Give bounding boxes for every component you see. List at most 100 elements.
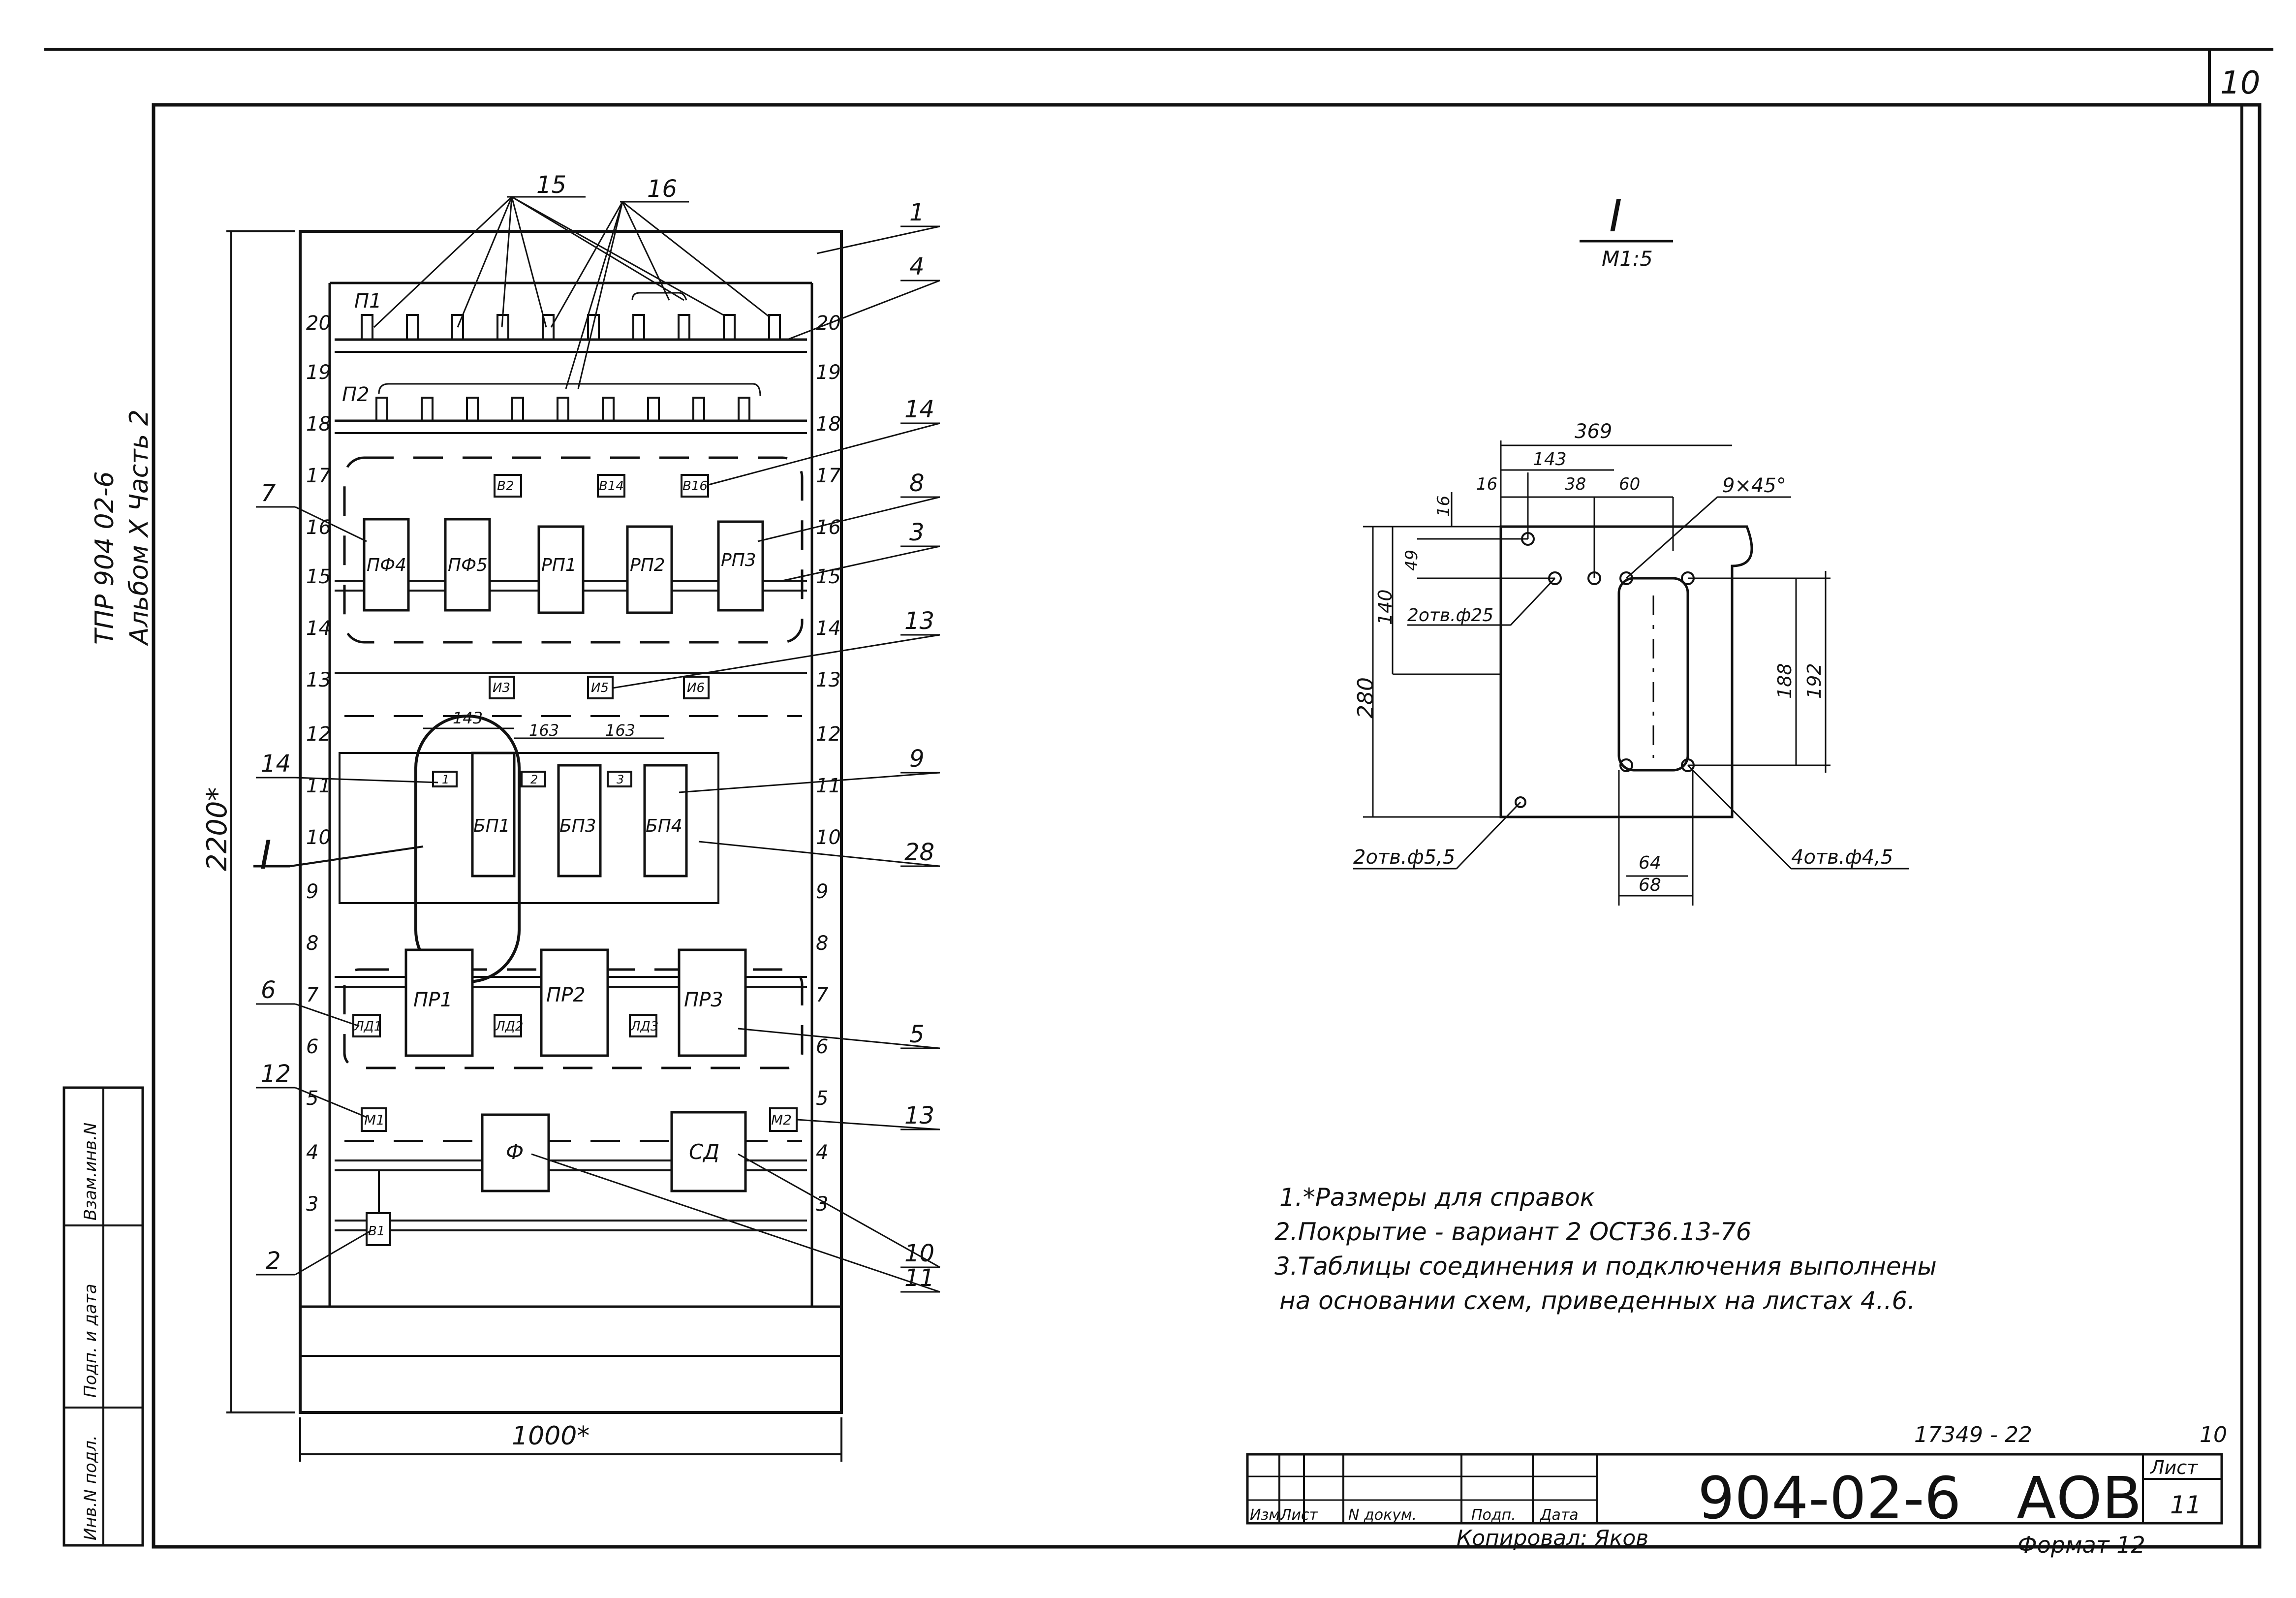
svg-text:4: 4: [816, 1141, 828, 1164]
svg-text:19: 19: [816, 361, 841, 384]
callout-2: 2: [266, 1247, 281, 1275]
hole-note-55: 2отв.ф5,5: [1353, 846, 1455, 869]
detail-view: I М1:5 369 143 16 38 60 9×45°: [1353, 190, 1909, 906]
starter-pr3: ПР3: [684, 989, 723, 1011]
callout-28: 28: [904, 839, 934, 866]
side-label: ТПР 904 02-6 Альбом X Часть 2: [90, 409, 154, 646]
callout-6: 6: [261, 976, 276, 1004]
starters: ПР1 ПР2 ПР3: [404, 948, 747, 1057]
meter-i5: И5: [591, 681, 609, 695]
relay-rp1: РП1: [541, 555, 577, 575]
stamp-inv-label: Инв.N подл.: [81, 1435, 100, 1540]
starter-pr2: ПР2: [546, 984, 586, 1006]
terminal-label-p1: П1: [354, 290, 382, 313]
svg-text:68: 68: [1639, 875, 1661, 895]
callout-3: 3: [909, 519, 925, 546]
svg-text:Подп.: Подп.: [1471, 1506, 1516, 1524]
callout-4: 4: [909, 253, 925, 281]
rail-numbers-left: 20 19 18 17 16 15 14 13 12 11 10 9 8 7 6…: [306, 312, 331, 1216]
doc-code: 904-02-6 АОВ: [1698, 1464, 2142, 1532]
left-stamp: Инв.N подл. Подп. и дата Взам.инв.N: [62, 1086, 144, 1547]
svg-text:6: 6: [306, 1035, 318, 1058]
svg-text:9×45°: 9×45°: [1722, 474, 1786, 497]
svg-text:18: 18: [816, 413, 841, 436]
note-4: на основании схем, приведенных на листах…: [1279, 1286, 1915, 1315]
svg-text:38: 38: [1565, 474, 1586, 494]
format-label: Формат 12: [2017, 1532, 2145, 1558]
relay-row: ПФ4 ПФ5 РП1 РП2 РП3: [363, 518, 764, 614]
svg-text:10: 10: [816, 826, 841, 849]
power-block-bp1: БП1: [473, 816, 510, 836]
svg-text:16: 16: [816, 516, 841, 539]
svg-text:60: 60: [1619, 474, 1640, 494]
svg-text:4: 4: [306, 1141, 318, 1164]
small-fuse-1: 1: [442, 773, 449, 786]
svg-text:7: 7: [816, 984, 829, 1006]
small-fuses: 1 2 3: [432, 771, 632, 787]
hole-note-45: 4отв.ф4,5: [1791, 846, 1893, 869]
sheet-number: 11: [2170, 1491, 2202, 1519]
svg-text:12: 12: [816, 723, 841, 746]
callout-13-bottom: 13: [904, 1102, 934, 1129]
meter-row: И3 И5 И6: [489, 676, 710, 699]
svg-text:9: 9: [306, 880, 318, 903]
svg-text:20: 20: [306, 312, 331, 335]
relay-top-v2: В2: [497, 479, 514, 494]
hole-note-25: 2отв.ф25: [1407, 605, 1493, 626]
callout-12: 12: [261, 1060, 291, 1088]
power-blocks: БП1 БП3 БП4: [471, 752, 688, 877]
note-2: 2.Покрытие - вариант 2 ОСТ36.13-76: [1274, 1218, 1752, 1246]
svg-text:17: 17: [816, 465, 841, 487]
callout-10: 10: [904, 1240, 934, 1267]
device-m1: М1: [364, 1112, 385, 1128]
width-dimension: 1000*: [512, 1421, 590, 1451]
meter-i6: И6: [687, 681, 705, 695]
doc-number-small: 17349 - 22: [1914, 1422, 2032, 1447]
copied-by: Копировал: Яков: [1457, 1526, 1648, 1551]
svg-text:188: 188: [1774, 663, 1796, 699]
indicators: ЛД1 ЛД2 ЛД3: [352, 1014, 658, 1037]
relay-pf4: ПФ4: [367, 555, 406, 575]
relay-pf5: ПФ5: [448, 555, 488, 575]
terminal-row-1: П1: [335, 290, 807, 353]
relay-rp3: РП3: [721, 550, 756, 570]
device-filter: Ф: [506, 1140, 524, 1164]
callout-14: 14: [904, 396, 934, 423]
callout-17: 16: [647, 175, 677, 203]
svg-text:143: 143: [1533, 449, 1567, 470]
meter-i3: И3: [493, 681, 510, 695]
svg-text:369: 369: [1575, 420, 1612, 443]
stamp-sign-label: Подп. и дата: [81, 1284, 100, 1398]
cabinet-view: 20 19 18 17 16 15 14 13 12 11 10 9 8 7 6…: [201, 230, 843, 1462]
relay-top-v16: В16: [683, 479, 708, 494]
svg-text:5: 5: [306, 1087, 318, 1110]
svg-text:9: 9: [816, 880, 828, 903]
power-block-bp3: БП3: [559, 816, 596, 836]
stamp-replace-label: Взам.инв.N: [81, 1123, 100, 1221]
svg-text:8: 8: [816, 932, 828, 955]
callout-1: 1: [909, 199, 925, 226]
callout-11: 11: [904, 1264, 934, 1292]
small-fuse-3: 3: [617, 773, 624, 786]
section-marker: I: [260, 832, 272, 878]
svg-text:280: 280: [1353, 677, 1378, 719]
callout-16: 15: [536, 171, 566, 199]
starter-pr1: ПР1: [413, 989, 453, 1011]
svg-text:3: 3: [306, 1193, 318, 1216]
device-m2: М2: [771, 1112, 792, 1128]
svg-text:140: 140: [1374, 589, 1396, 625]
lower-devices: М1 М2 Ф СД В1: [361, 1107, 798, 1246]
svg-text:15: 15: [306, 565, 331, 588]
svg-text:19: 19: [306, 361, 331, 384]
svg-text:18: 18: [306, 413, 331, 436]
callout-8: 8: [909, 470, 925, 497]
svg-text:16: 16: [1476, 474, 1497, 494]
svg-text:64: 64: [1639, 853, 1661, 873]
svg-text:13: 13: [306, 669, 331, 691]
svg-text:192: 192: [1803, 663, 1825, 699]
detail-scale: М1:5: [1602, 247, 1653, 271]
callout-9: 9: [909, 745, 925, 773]
terminal-row-2: П2: [335, 383, 807, 434]
svg-text:16: 16: [306, 516, 331, 539]
title-block-columns: Изм. Лист N докум. Подп. Дата: [1250, 1506, 1579, 1524]
